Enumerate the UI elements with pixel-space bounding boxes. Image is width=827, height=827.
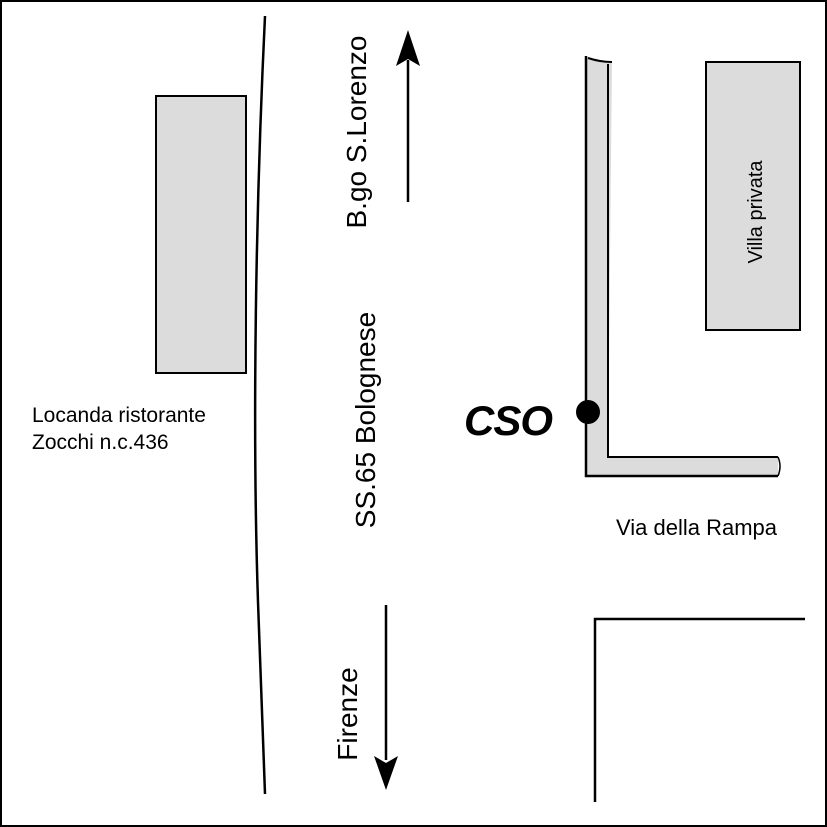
label-cso: CSO (464, 397, 553, 444)
label-locanda-line1: Locanda ristorante (32, 404, 206, 427)
label-via-della-rampa: Via della Rampa (616, 515, 778, 540)
road-west-edge (253, 15, 267, 795)
locanda-building (155, 95, 247, 374)
label-locanda-line2: Zocchi n.c.436 (32, 431, 169, 454)
east-road-edge (584, 56, 778, 478)
sidewalk-inner-edge (587, 57, 778, 458)
villa-building (705, 61, 801, 331)
label-borgo-san-lorenzo: B.go S.Lorenzo (341, 35, 372, 229)
arrow-down-icon (374, 605, 398, 790)
arrow-up-icon (396, 30, 420, 202)
sidewalk (586, 56, 778, 476)
sidewalk-end (777, 456, 781, 477)
label-road-name: SS.65 Bolognese (350, 311, 381, 529)
filled-circle-icon (576, 400, 600, 424)
label-firenze: Firenze (332, 667, 363, 761)
south-east-corner (593, 617, 805, 802)
label-locanda: Locanda ristorante Zocchi n.c.436 (32, 402, 206, 456)
label-villa-privata: Villa privata (745, 160, 767, 264)
